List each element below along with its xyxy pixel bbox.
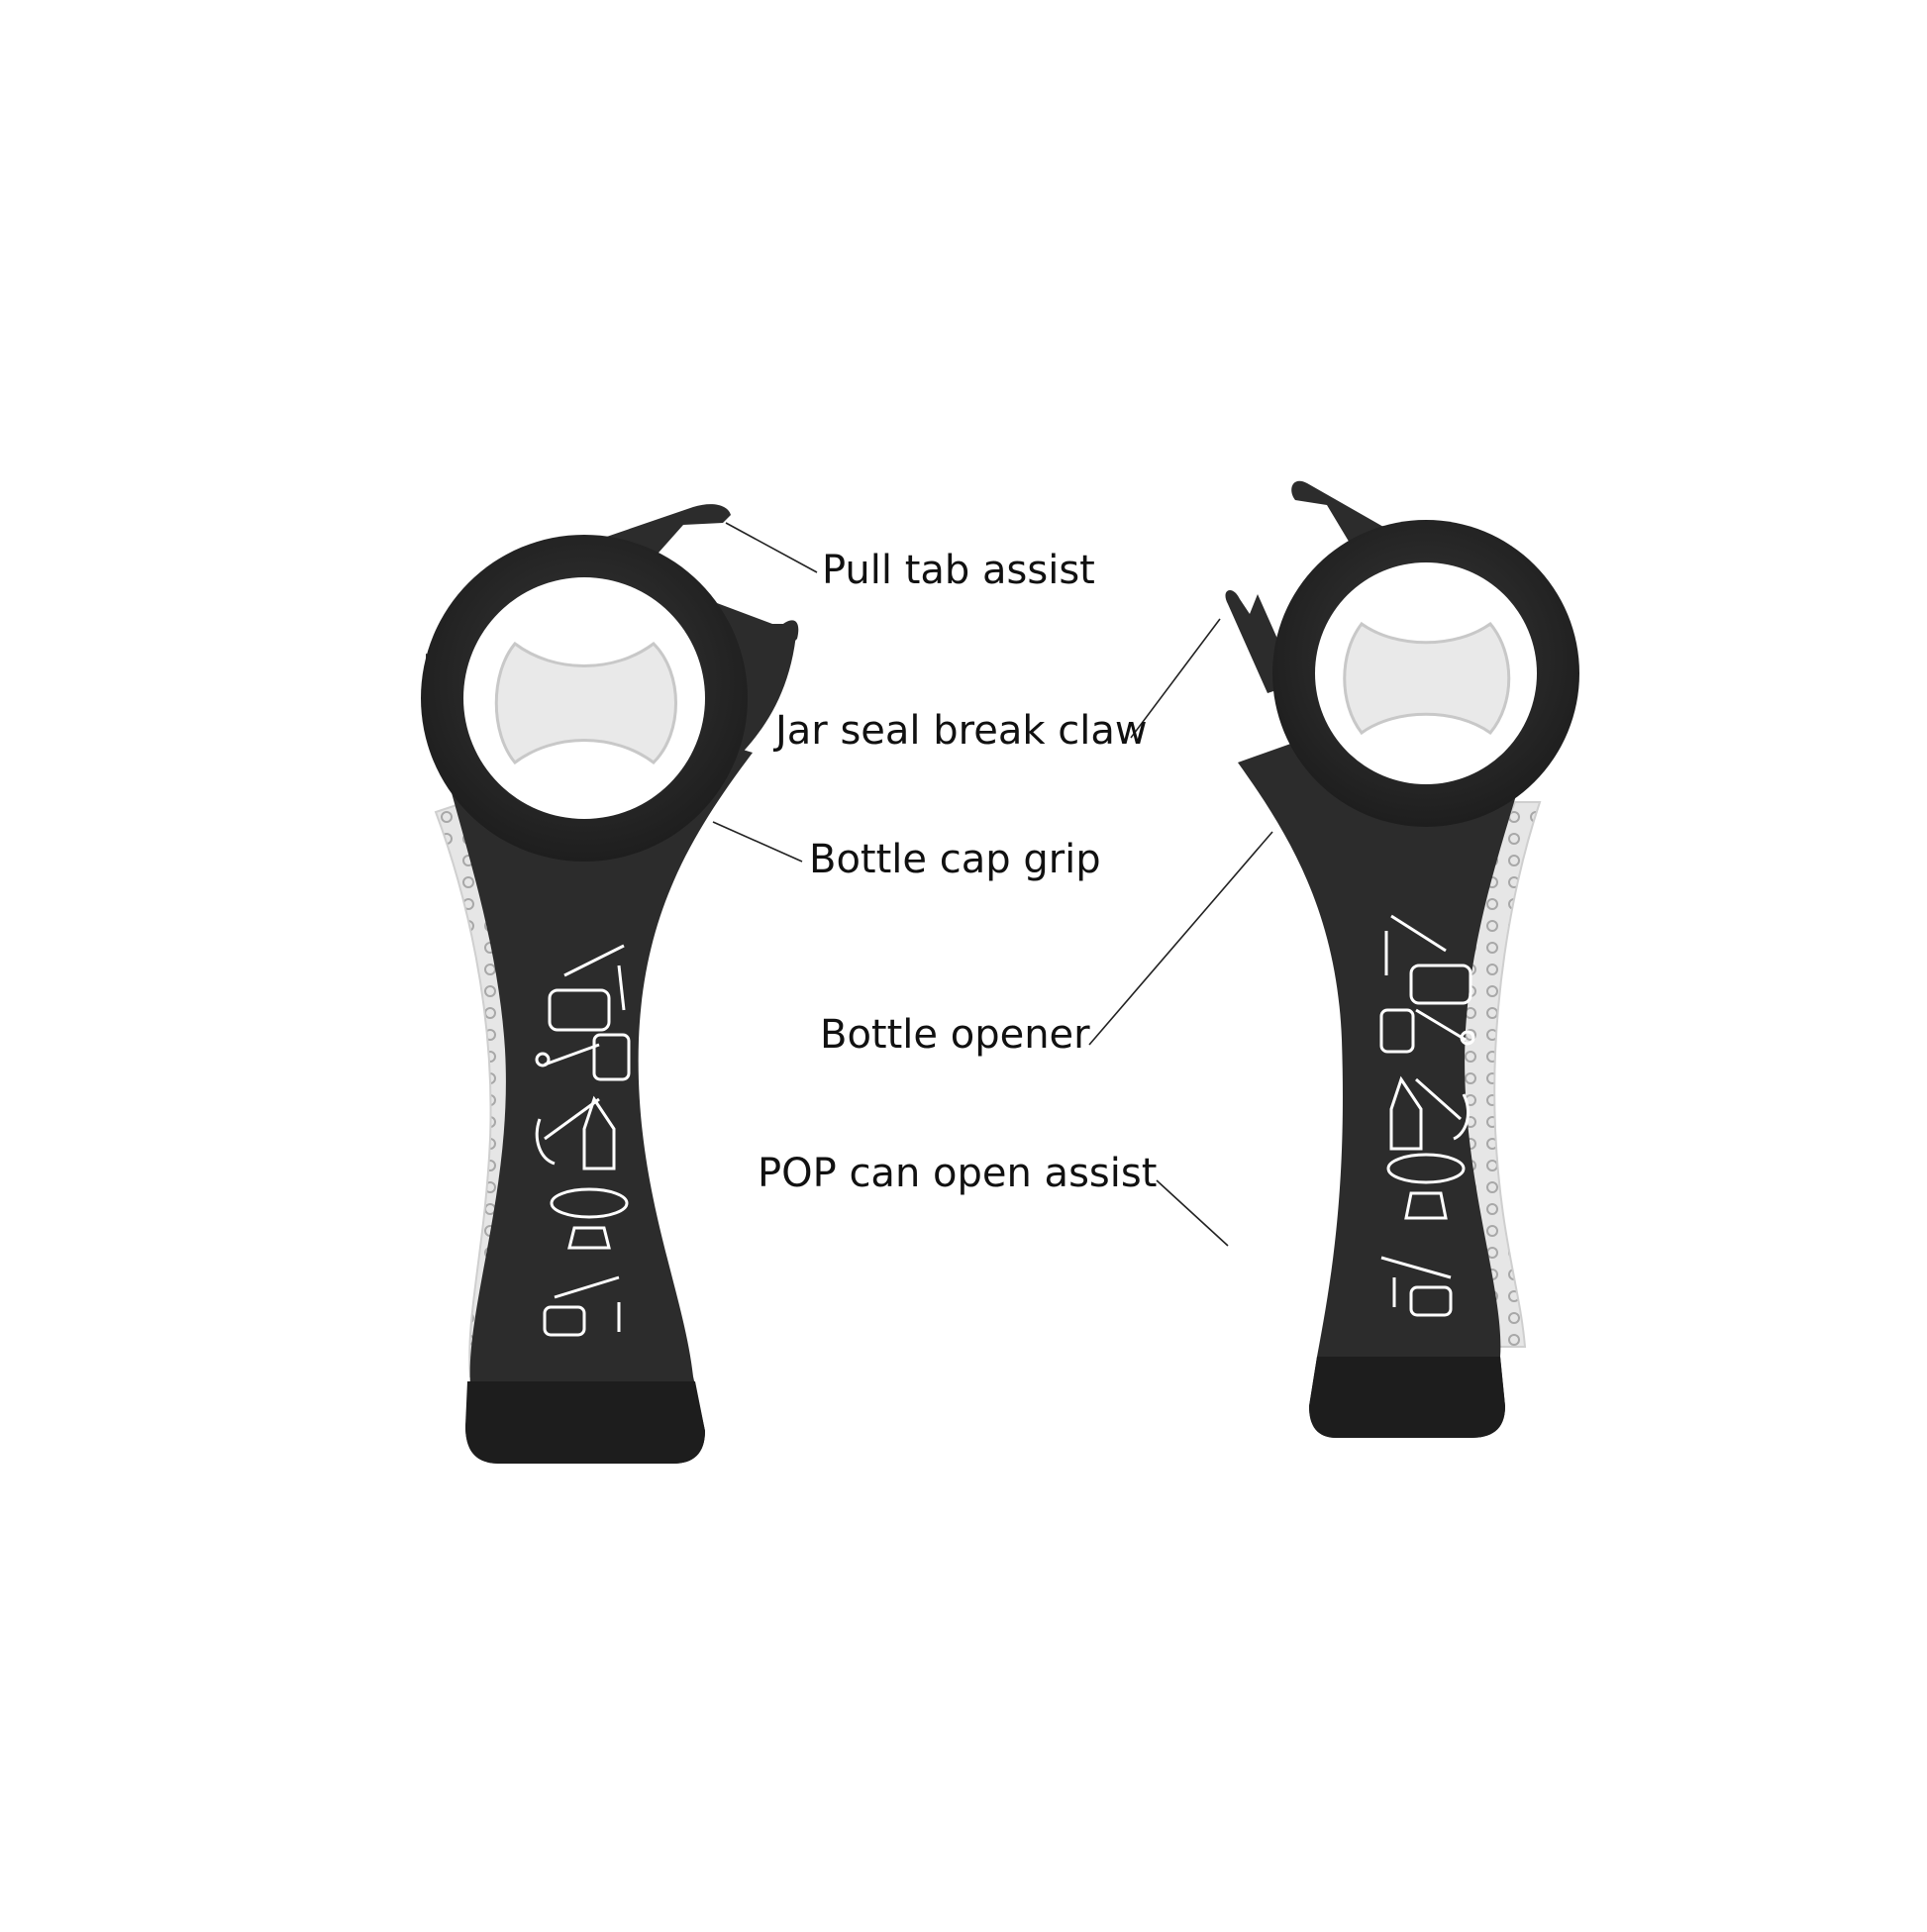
bottle-cap-usage-icon <box>550 1187 629 1250</box>
leader-lines <box>712 522 1273 1247</box>
left-end-cap <box>465 1381 705 1464</box>
pull-tab-usage-icon <box>1384 914 1472 1005</box>
leader-bottle-opener <box>1088 831 1273 1046</box>
right-handle <box>1238 654 1545 1438</box>
jar-lid-usage-icon <box>1389 1075 1470 1151</box>
leader-pop-can <box>1156 1179 1229 1247</box>
left-opener <box>421 504 799 1464</box>
left-handle <box>426 654 753 1464</box>
right-rubber-insert <box>1343 621 1511 736</box>
label-bottle-cap-grip: Bottle cap grip <box>809 837 1101 882</box>
left-usage-icons <box>535 944 631 1337</box>
pull-tab-usage-icon <box>548 944 626 1032</box>
bottle-opener-usage-icon <box>535 1033 631 1081</box>
label-bottle-opener: Bottle opener <box>820 1012 1090 1058</box>
right-opener <box>1225 480 1579 1438</box>
right-end-cap <box>1309 1357 1505 1438</box>
leader-jar-claw <box>1130 618 1221 739</box>
bottle-opener-usage-icon <box>1379 1008 1475 1054</box>
jar-lid-usage-icon <box>535 1095 616 1170</box>
right-usage-icons <box>1379 914 1475 1317</box>
label-jar-seal-break-claw: Jar seal break claw <box>775 708 1148 754</box>
label-pop-can-open-assist: POP can open assist <box>758 1151 1158 1196</box>
pop-can-usage-icon <box>543 1275 621 1337</box>
leader-cap-grip <box>712 821 803 863</box>
left-rubber-insert <box>494 641 677 765</box>
leader-pull-tab <box>725 522 818 573</box>
pop-can-usage-icon <box>1380 1256 1453 1317</box>
bottle-cap-usage-icon <box>1386 1153 1466 1220</box>
label-pull-tab-assist: Pull tab assist <box>822 548 1095 593</box>
